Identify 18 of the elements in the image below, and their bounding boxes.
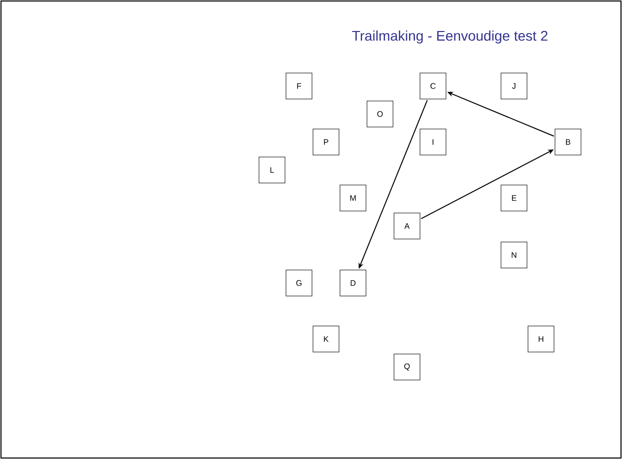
letter-box: G	[286, 270, 312, 296]
title: Trailmaking - Eenvoudige test 2	[352, 30, 548, 44]
letter-box: Q	[394, 354, 420, 380]
letter-box: I	[420, 128, 446, 156]
letter-box: A	[394, 212, 420, 240]
letter-box: H	[528, 326, 554, 352]
letter-box: D	[340, 270, 366, 296]
letter-box: K	[312, 326, 340, 352]
letter-box: B	[554, 128, 582, 156]
letter-box: M	[340, 184, 366, 212]
letter-box: L	[258, 156, 286, 184]
letter-box: J	[500, 72, 528, 100]
letter-box: P	[312, 128, 340, 156]
letter-box: C	[420, 72, 446, 100]
letter-box: O	[366, 100, 394, 128]
letter-box: F	[286, 72, 312, 100]
letter-box: N	[500, 242, 528, 268]
letter-box: E	[500, 184, 528, 212]
